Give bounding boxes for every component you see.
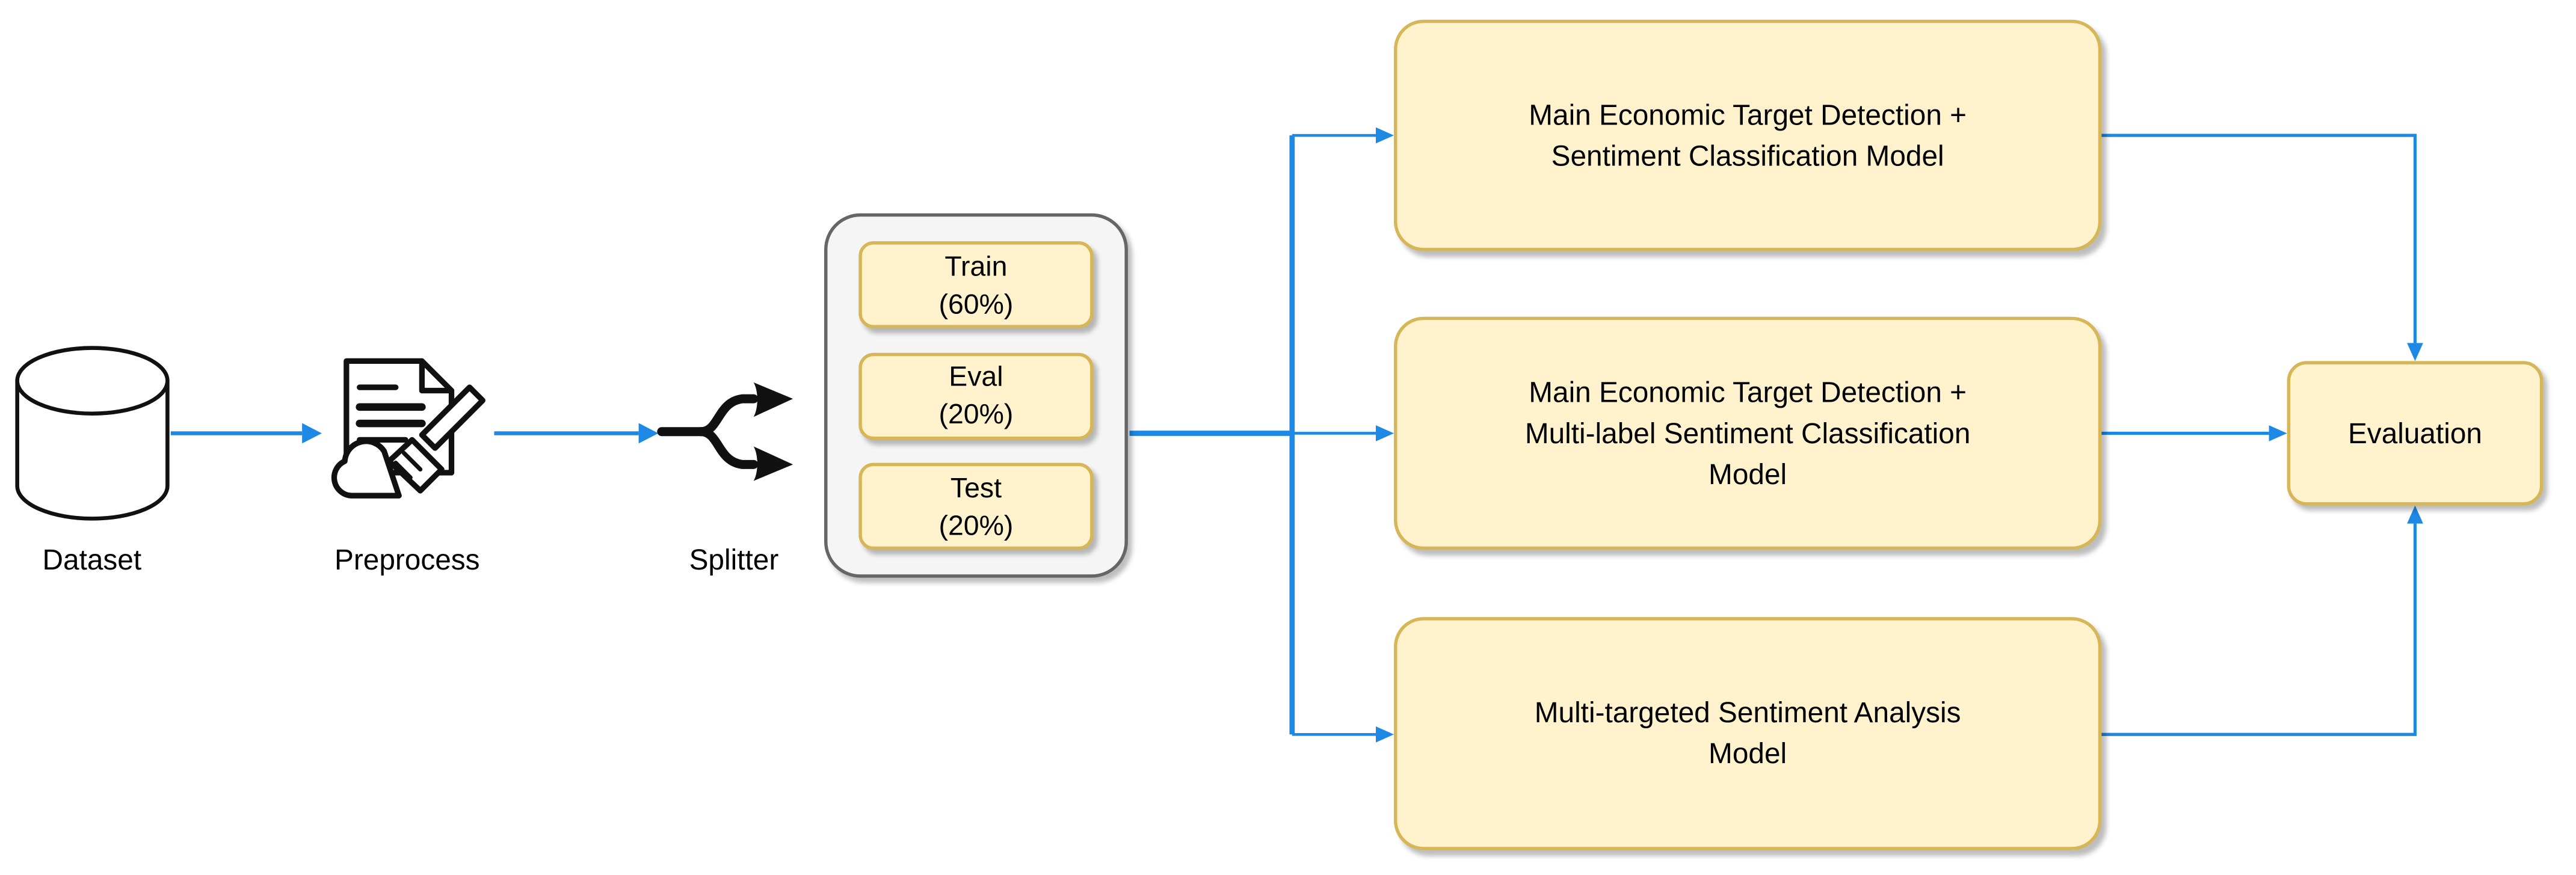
fork-arrowhead-top bbox=[753, 382, 793, 417]
model-2-line-1: Main Economic Target Detection + bbox=[1529, 375, 1967, 408]
arrow-model3-evaluation bbox=[2101, 523, 2417, 736]
evaluation-box: Evaluation bbox=[2287, 361, 2544, 506]
model-2-line-3: Model bbox=[1709, 457, 1787, 490]
arrowhead-evaluation-top bbox=[2407, 343, 2423, 361]
arrowhead-evaluation-left bbox=[2269, 425, 2287, 441]
splitter-label: Splitter bbox=[689, 543, 779, 576]
model-3-line-2: Model bbox=[1709, 737, 1787, 770]
split-eval-name: Eval bbox=[949, 361, 1003, 393]
model-1-line-1: Main Economic Target Detection + bbox=[1529, 97, 1967, 130]
split-container: Train (60%) Eval (20%) Test (20%) bbox=[824, 213, 1128, 578]
model-1-line-2: Sentiment Classification Model bbox=[1551, 138, 1944, 172]
document-broom-icon bbox=[331, 358, 485, 499]
model-3-line-1: Multi-targeted Sentiment Analysis bbox=[1534, 696, 1961, 729]
split-test-name: Test bbox=[950, 471, 1002, 503]
preprocess-label: Preprocess bbox=[334, 543, 480, 576]
arrowhead-dataset-preprocess bbox=[302, 423, 322, 444]
arrowhead-model-1 bbox=[1375, 127, 1394, 144]
arrowhead-preprocess-splitter bbox=[638, 423, 659, 444]
model-box-target-detection-multilabel: Main Economic Target Detection + Multi-l… bbox=[1394, 316, 2102, 550]
arrowhead-model-3 bbox=[1375, 726, 1394, 743]
dataset-label: Dataset bbox=[42, 543, 142, 576]
split-box-eval: Eval (20%) bbox=[858, 352, 1094, 440]
fork-arrowhead-bottom bbox=[753, 446, 793, 481]
database-cylinder-icon bbox=[15, 346, 170, 521]
arrowhead-evaluation-bottom bbox=[2407, 505, 2423, 524]
split-box-test: Test (20%) bbox=[858, 462, 1094, 550]
split-train-share: (60%) bbox=[938, 287, 1014, 319]
evaluation-label: Evaluation bbox=[2347, 416, 2483, 449]
split-test-share: (20%) bbox=[938, 509, 1014, 541]
model-2-line-2: Multi-label Sentiment Classification bbox=[1524, 416, 1971, 449]
model-box-multitargeted-sentiment: Multi-targeted Sentiment Analysis Model bbox=[1394, 617, 2102, 850]
model-box-target-detection-sentiment: Main Economic Target Detection + Sentime… bbox=[1394, 19, 2102, 251]
arrow-model1-evaluation bbox=[2101, 134, 2417, 343]
split-eval-share: (20%) bbox=[938, 399, 1014, 431]
split-train-name: Train bbox=[944, 250, 1008, 282]
arrowhead-model-2 bbox=[1375, 425, 1394, 441]
fork-arrows-icon bbox=[657, 382, 793, 481]
split-box-train: Train (60%) bbox=[858, 241, 1094, 328]
